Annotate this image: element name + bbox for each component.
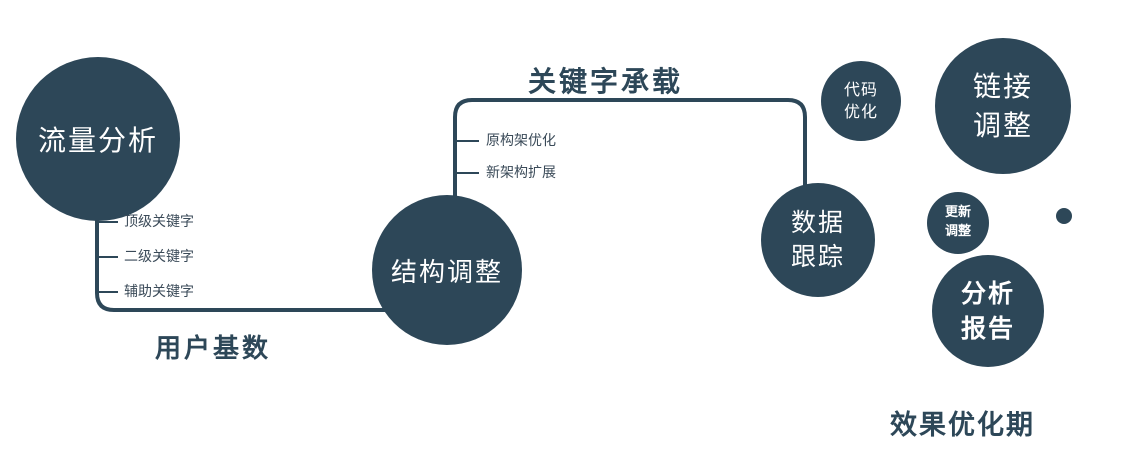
branch-label-top-keywords: 顶级关键字 (124, 214, 194, 230)
node-link-adjustment: 链接 调整 (935, 38, 1071, 174)
node-update-adjustment-line2: 调整 (944, 224, 971, 239)
node-structure-adjust-label: 结构调整 (390, 257, 503, 288)
node-link-adjustment-line2: 调整 (972, 109, 1033, 142)
node-analysis-report-line2: 报告 (960, 314, 1015, 343)
node-data-tracking: 数据 跟踪 (761, 183, 875, 297)
node-link-adjustment-line1: 链接 (972, 69, 1033, 103)
node-data-tracking-line1: 数据 (790, 208, 845, 238)
node-analysis-report-line1: 分析 (960, 279, 1015, 308)
node-code-optimization-line1: 代码 (843, 79, 878, 99)
branch-label-original-architecture: 原构架优化 (486, 133, 556, 149)
node-update-adjustment-line1: 更新 (944, 205, 971, 221)
node-code-optimization: 代码 优化 (821, 61, 901, 141)
branch-label-second-keywords: 二级关键字 (124, 249, 194, 265)
node-data-tracking-line2: 跟踪 (790, 242, 845, 271)
node-structure-adjust: 结构调整 (372, 195, 522, 345)
node-analysis-report: 分析 报告 (932, 255, 1044, 367)
bullet-dot (1056, 208, 1072, 224)
node-traffic-analysis: 流量分析 (16, 57, 180, 221)
node-code-optimization-line2: 优化 (843, 102, 878, 121)
footer-label-effect-optimization: 效果优化期 (890, 410, 1035, 441)
node-update-adjustment: 更新 调整 (927, 192, 989, 254)
path-structure-to-data (453, 98, 807, 200)
branch-label-new-architecture: 新架构扩展 (486, 165, 556, 181)
edge-label-keyword-carrying: 关键字承载 (528, 65, 684, 98)
node-traffic-analysis-label: 流量分析 (37, 124, 158, 157)
edge-label-user-base: 用户基数 (155, 334, 272, 364)
branch-label-auxiliary-keywords: 辅助关键字 (124, 284, 194, 300)
